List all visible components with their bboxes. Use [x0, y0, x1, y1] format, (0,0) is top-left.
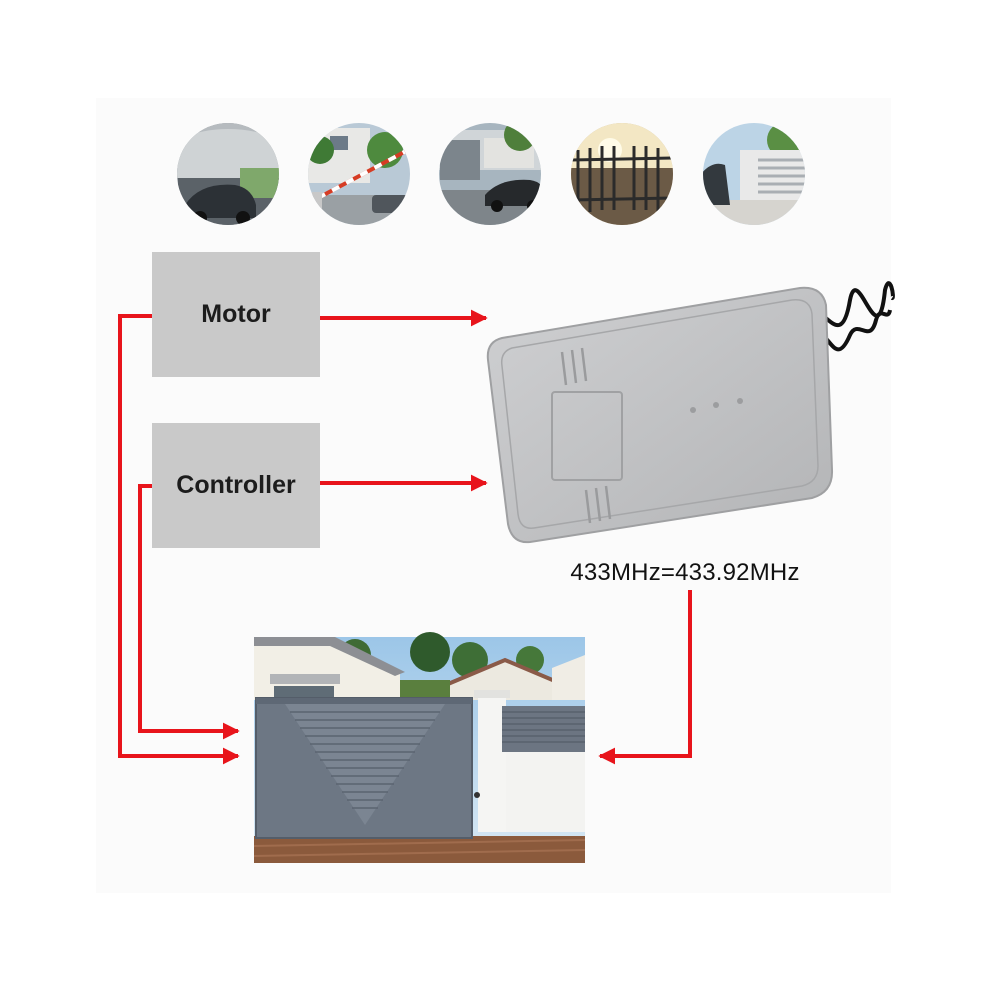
- led-indicator: [737, 398, 743, 404]
- frequency-label: 433MHz=433.92MHz: [570, 559, 800, 586]
- controller-to-gate-arrow: [138, 484, 240, 740]
- motor-label: Motor: [201, 300, 271, 328]
- motor-to-gate-arrow: [118, 314, 240, 765]
- receiver-device: [486, 281, 895, 544]
- arrows: [118, 309, 692, 765]
- receiver-to-gate-arrow: [598, 590, 692, 765]
- led-indicator: [690, 407, 696, 413]
- sliding-gate-scene: [439, 123, 541, 225]
- barrier-gate-scene: [308, 123, 410, 225]
- controller-label: Controller: [176, 471, 296, 499]
- controller-box: Controller: [152, 423, 320, 548]
- motor-box: Motor: [152, 252, 320, 377]
- gate-photo: [253, 632, 586, 863]
- led-indicator: [713, 402, 719, 408]
